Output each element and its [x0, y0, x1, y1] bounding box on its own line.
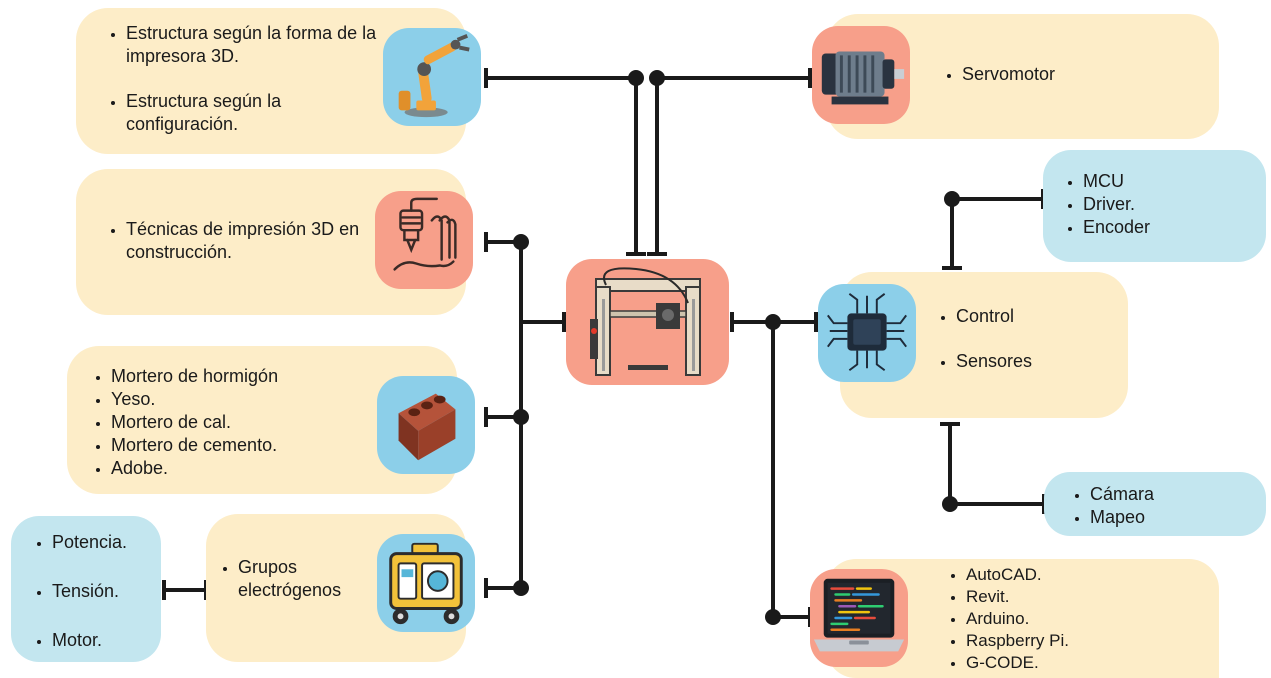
list-item: Adobe.	[111, 457, 371, 480]
list-item: AutoCAD.	[966, 564, 1206, 586]
3d-print-nozzle-icon	[375, 191, 473, 289]
list-item: Motor.	[52, 629, 180, 652]
electronics-card	[1043, 150, 1266, 262]
list-item: Potencia.	[52, 531, 180, 554]
list-item: Sensores	[956, 350, 1136, 373]
structure-list: Estructura según la forma de la impresor…	[104, 22, 388, 136]
vision-list: Cámara Mapeo	[1068, 483, 1270, 529]
list-item: Tensión.	[52, 580, 180, 603]
microchip-icon	[818, 284, 916, 382]
servomotor-list: Servomotor	[940, 63, 1162, 86]
list-item: MCU	[1083, 170, 1263, 193]
list-item: G-CODE.	[966, 652, 1206, 674]
control-list: Control Sensores	[934, 305, 1136, 373]
list-item: Servomotor	[962, 63, 1162, 86]
list-item: Mapeo	[1090, 506, 1270, 529]
robot-arm-icon	[383, 28, 481, 126]
vision-card	[1044, 472, 1266, 536]
list-item: Técnicas de impresión 3D en construcción…	[126, 218, 388, 264]
list-item: Estructura según la configuración.	[126, 90, 388, 136]
generator-icon	[377, 534, 475, 632]
list-item: Encoder	[1083, 216, 1263, 239]
generator-specs-list: Potencia. Tensión. Motor.	[30, 531, 180, 652]
techniques-list: Técnicas de impresión 3D en construcción…	[104, 218, 388, 264]
brick-icon	[377, 376, 475, 474]
list-item: Control	[956, 305, 1136, 328]
list-item: Cámara	[1090, 483, 1270, 506]
motor-icon	[812, 26, 910, 124]
list-item: Grupos electrógenos	[238, 556, 398, 602]
electronics-list: MCU Driver. Encoder	[1061, 170, 1263, 239]
generators-list: Grupos electrógenos	[216, 556, 398, 602]
list-item: Mortero de hormigón	[111, 365, 371, 388]
materials-list: Mortero de hormigón Yeso. Mortero de cal…	[89, 365, 371, 480]
laptop-code-icon	[810, 569, 908, 667]
generator-specs-card	[11, 516, 161, 662]
list-item: Revit.	[966, 586, 1206, 608]
list-item: Raspberry Pi.	[966, 630, 1206, 652]
software-list: AutoCAD. Revit. Arduino. Raspberry Pi. G…	[944, 564, 1206, 674]
list-item: Mortero de cal.	[111, 411, 371, 434]
list-item: Estructura según la forma de la impresor…	[126, 22, 388, 68]
list-item: Driver.	[1083, 193, 1263, 216]
list-item: Yeso.	[111, 388, 371, 411]
list-item: Arduino.	[966, 608, 1206, 630]
3d-printer-icon	[566, 259, 729, 385]
list-item: Mortero de cemento.	[111, 434, 371, 457]
